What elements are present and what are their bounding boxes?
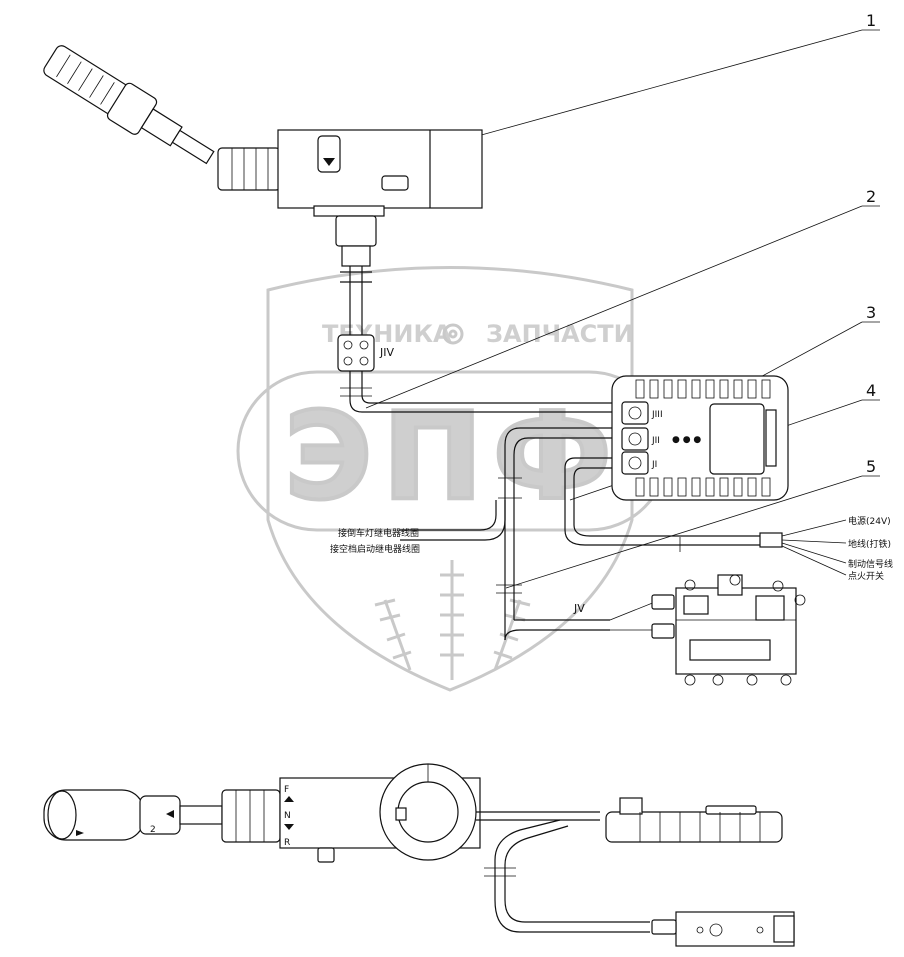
transmission-controller: JIII JII JI ● ● ●: [611, 375, 789, 501]
controller-fins-top: [635, 379, 771, 399]
callout-5: 5: [866, 457, 876, 476]
wire-label-power: 电源(24V): [848, 515, 891, 527]
wire-label-ignition: 点火开关: [848, 570, 884, 582]
relay-label-neutral-start: 接空档启动继电器线圈: [330, 543, 420, 555]
relay-label-reverse-lamp: 接倒车灯继电器线圈: [338, 527, 419, 539]
lever-boot: [217, 147, 281, 191]
wheat-sheaf-icon: [374, 560, 531, 680]
controller-indicator-dots: ● ● ●: [672, 435, 701, 445]
side-controller: [605, 811, 783, 843]
arrow-left-icon: [166, 810, 174, 818]
valve-plug-upper: [651, 594, 675, 610]
valve-plug-lower: [651, 623, 675, 639]
marking-reverse: R: [284, 838, 290, 848]
connector-jii: [621, 427, 649, 451]
wire-sleeve: [759, 532, 783, 548]
connector-jiii-label: JIII: [651, 410, 663, 420]
watermark-text-right: ЗАПЧАСТИ: [486, 320, 634, 348]
gear-icon: [442, 323, 464, 345]
controller-label-plate: [709, 403, 765, 475]
connector-ji-label: JI: [651, 460, 657, 470]
marking-forward: F: [284, 785, 289, 795]
connector-jiii: [621, 401, 649, 425]
shifter-side-view: 2 F N R: [43, 763, 795, 947]
wiring-harness: 接倒车灯继电器线圈 接空档启动继电器线圈 JV 电源(24V) 地线(打铁) 制…: [330, 371, 893, 641]
arrow-down-icon: [284, 824, 294, 830]
cable-gland: [335, 215, 377, 247]
controller-fins-bottom: [635, 477, 771, 497]
callout-2: 2: [866, 187, 876, 206]
watermark-shield: [266, 266, 634, 692]
arrow-down-icon: [323, 158, 335, 166]
callout-4: 4: [866, 381, 876, 400]
wire-label-ground: 地线(打铁): [848, 538, 891, 550]
switch-body: [277, 129, 483, 209]
watermark-logo: ЭПФ: [284, 388, 622, 527]
callout-3: 3: [866, 303, 876, 322]
side-boot: [221, 789, 281, 843]
connector-jiv-label: JIV: [379, 346, 394, 359]
arrow-up-icon: [284, 796, 294, 802]
connector-ji: [621, 451, 649, 475]
mounting-plate: [313, 205, 385, 217]
marking-neutral: N: [284, 811, 291, 821]
watermark: ТЕХНИКА ЗАПЧАСТИ ЭПФ: [236, 266, 670, 692]
grip-position-2: 2: [150, 825, 156, 835]
arrow-right-icon: [76, 830, 84, 836]
solenoid-valve-block: [609, 574, 806, 686]
indicator-window: [317, 135, 341, 173]
switch-clip: [381, 175, 409, 191]
lever-grip: [43, 45, 215, 165]
connector-jii-label: JII: [651, 436, 660, 446]
shift-lever-assembly: JIV: [43, 45, 483, 372]
connector-jiv: [337, 334, 375, 372]
wire-label-brake: 制动信号线: [848, 558, 893, 570]
connector-jv-label: JV: [573, 602, 585, 615]
callout-1: 1: [866, 11, 876, 30]
